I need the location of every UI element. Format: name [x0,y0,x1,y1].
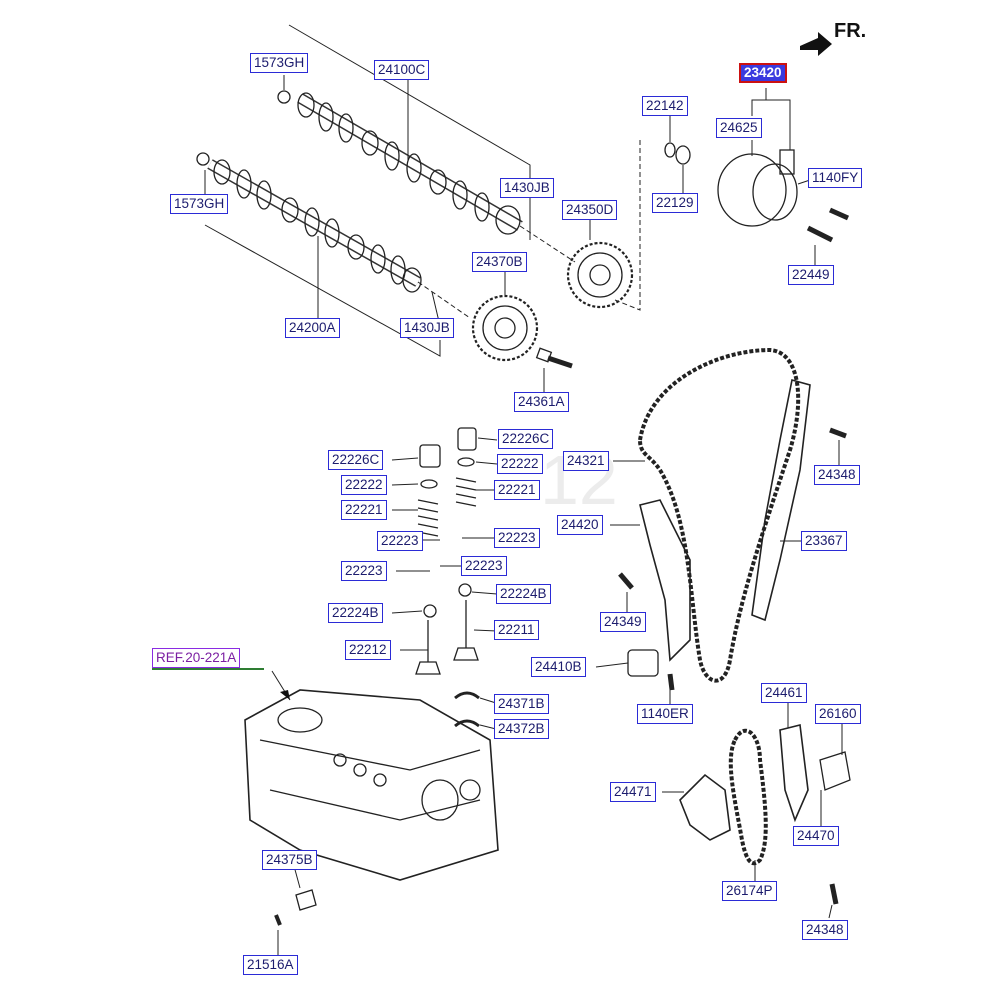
part-callout-22223[interactable]: 22223 [377,531,423,551]
part-callout-24350d[interactable]: 24350D [562,200,618,220]
part-callout-23367[interactable]: 23367 [801,531,847,551]
part-callout-1430jb[interactable]: 1430JB [500,178,554,198]
part-callout-1430jb[interactable]: 1430JB [400,318,454,338]
part-callout-24470[interactable]: 24470 [793,826,839,846]
part-callout-22222[interactable]: 22222 [341,475,387,495]
part-callout-22223[interactable]: 22223 [461,556,507,576]
tensioner-arm-24420-drawing [639,499,691,662]
reference-label[interactable]: REF.20-221A [152,648,241,668]
front-direction-arrow-icon [800,32,832,56]
part-callout-22211[interactable]: 22211 [494,620,539,640]
part-callout-1573gh[interactable]: 1573GH [250,53,309,73]
reference-underline [152,668,264,670]
part-callout-22222[interactable]: 22222 [497,454,543,474]
part-callout-24375b[interactable]: 24375B [262,850,317,870]
tensioner-24470-drawing [779,724,809,823]
part-callout-1140er[interactable]: 1140ER [637,704,693,724]
part-callout-22142[interactable]: 22142 [642,96,688,116]
guide-24471-drawing [679,773,731,841]
part-callout-24100c[interactable]: 24100C [374,60,430,80]
part-callout-24372b[interactable]: 24372B [494,719,549,739]
part-callout-24348[interactable]: 24348 [814,465,860,485]
part-callout-21516a[interactable]: 21516A [243,955,298,975]
part-callout-23420-selected[interactable]: 23420 [739,63,787,83]
part-callout-26160[interactable]: 26160 [815,704,861,724]
guide-23367-drawing [751,378,811,622]
part-callout-24410b[interactable]: 24410B [531,657,586,677]
part-callout-24471[interactable]: 24471 [610,782,656,802]
tensioner-24410b-drawing [627,649,659,677]
part-callout-24370b[interactable]: 24370B [472,252,527,272]
part-callout-26174p[interactable]: 26174P [722,881,777,901]
part-callout-22212[interactable]: 22212 [345,640,391,660]
part-callout-24321[interactable]: 24321 [563,451,609,471]
sprocket-24370b-drawing [471,294,539,362]
part-callout-24461[interactable]: 24461 [761,683,807,703]
part-callout-22224b[interactable]: 22224B [328,603,383,623]
part-callout-22226c[interactable]: 22226C [498,429,554,449]
part-callout-22226c[interactable]: 22226C [328,450,384,470]
part-callout-22129[interactable]: 22129 [652,193,698,213]
part-callout-22223[interactable]: 22223 [494,528,540,548]
sprocket-24350d-drawing [566,241,634,309]
part-callout-22221[interactable]: 22221 [494,480,540,500]
part-callout-22224b[interactable]: 22224B [496,584,551,604]
part-callout-24348[interactable]: 24348 [802,920,848,940]
part-callout-1573gh[interactable]: 1573GH [170,194,229,214]
valve-parts-drawing [415,427,479,675]
part-callout-22223[interactable]: 22223 [341,561,387,581]
camshaft-24200a-drawing [196,152,422,293]
part-callout-24420[interactable]: 24420 [557,515,603,535]
ocv-24625-drawing [717,149,850,243]
part-callout-24200a[interactable]: 24200A [285,318,340,338]
part-callout-22449[interactable]: 22449 [788,265,834,285]
part-callout-24349[interactable]: 24349 [600,612,646,632]
part-callout-1140fy[interactable]: 1140FY [808,168,863,188]
camshaft-24100c-drawing [277,90,523,235]
front-direction-label: FR. [834,20,867,42]
oil-pump-chain-drawing [728,728,768,866]
cylinder-head-drawing [244,689,499,881]
bolt-24361a-drawing [535,347,573,369]
part-callout-24371b[interactable]: 24371B [494,694,549,714]
timing-chain-24321-drawing [637,347,801,683]
part-callout-24625[interactable]: 24625 [716,118,762,138]
part-callout-22221[interactable]: 22221 [341,500,387,520]
part-callout-24361a[interactable]: 24361A [514,392,569,412]
